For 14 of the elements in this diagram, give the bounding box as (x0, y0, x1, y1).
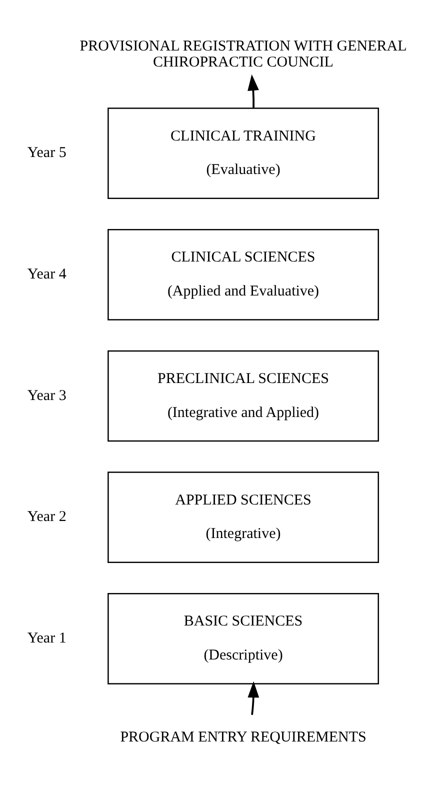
arrow (248, 74, 259, 108)
node-box: CLINICAL SCIENCES (Applied and Evaluative) (108, 229, 379, 320)
node-box: BASIC SCIENCES (Descriptive) (108, 593, 379, 684)
node-text: PROVISIONAL REGISTRATION WITH GENERAL CHIROPRACTIC COUNCIL (80, 38, 407, 71)
node-box: APPLIED SCIENCES (Integrative) (108, 472, 379, 563)
arrow (248, 681, 260, 715)
node-box: PRECLINICAL SCIENCES (Integrative and Applied) (108, 350, 379, 442)
node-label: Year 5 (27, 145, 66, 162)
node-label: Year 4 (27, 266, 66, 283)
node-box: CLINICAL TRAINING (Evaluative) (108, 108, 379, 199)
node-text: PROGRAM ENTRY REQUIREMENTS (120, 729, 366, 746)
node-label: Year 2 (27, 509, 66, 526)
node-label: Year 3 (27, 388, 66, 404)
node-label: Year 1 (27, 630, 66, 647)
